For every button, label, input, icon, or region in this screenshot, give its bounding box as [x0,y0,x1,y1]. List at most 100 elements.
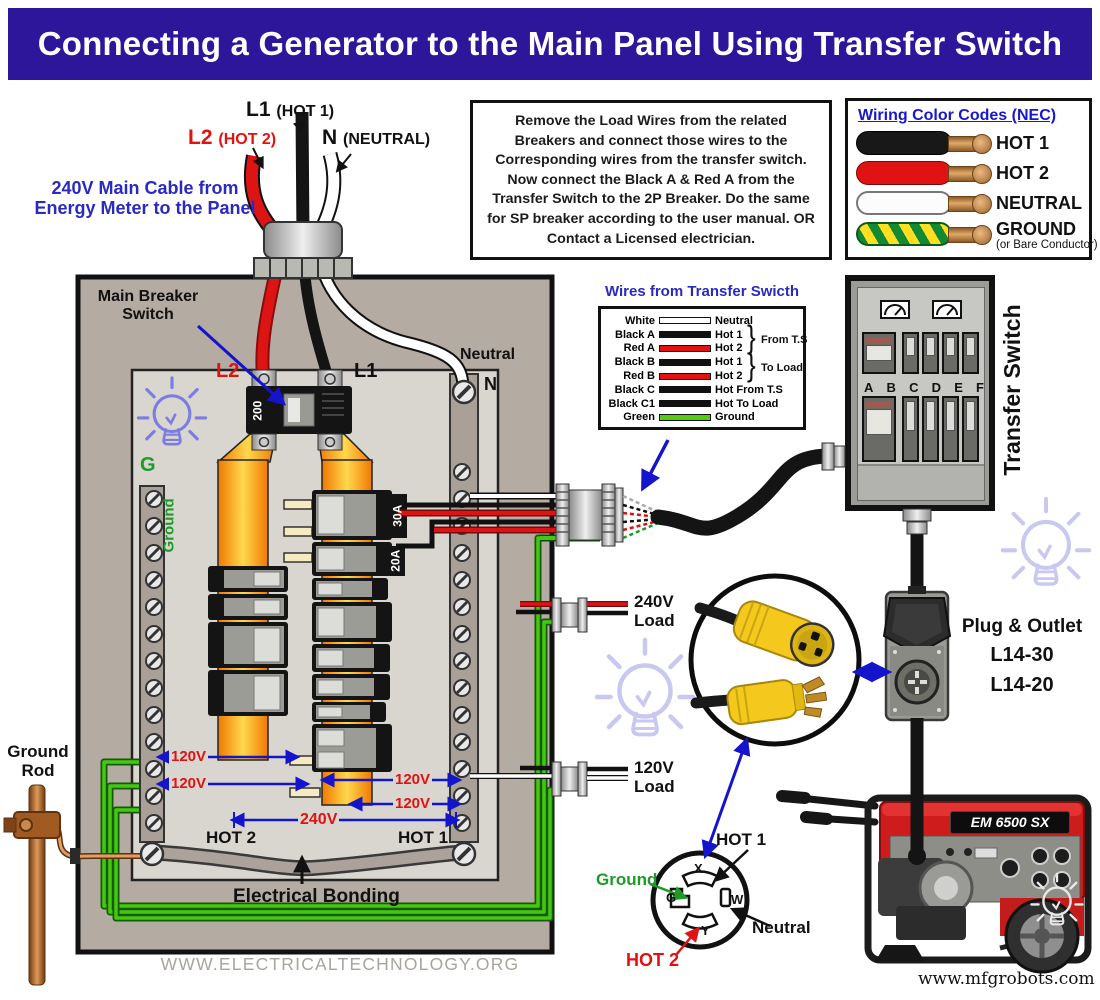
legend-wire-name: Green [623,411,655,424]
l1-bus-label: L1 [354,360,378,382]
breaker-20a-label: 20A [388,549,403,572]
ground-rod-label: Ground Rod [2,742,74,780]
black-wire-bar [659,358,711,366]
hot2-wire-icon [856,161,992,185]
ts-letter-b: B [886,380,896,395]
outlet-model-l14-20: L14-20 [990,674,1054,696]
ground-wires [100,534,560,922]
nec-title: Wiring Color Codes (NEC) [858,107,1057,124]
main-breaker-label-line1: Main Breaker [97,288,199,305]
lightbulb-icon [1030,872,1084,926]
voltage-120v-label: 120V [169,775,209,793]
legend-wire-desc: Hot To Load [715,397,779,410]
hot1-bus-label: HOT 1 [398,828,449,847]
ts-letter-c: C [909,380,919,395]
branch-breakers-left[interactable] [208,566,288,716]
ts-switch[interactable] [962,396,979,462]
load-120v-label: 120V Load [634,758,675,796]
l14-pin-diagram [650,850,750,950]
legend-row: Black C Hot From T.S [603,383,801,397]
legend-wire-desc: Hot 2 [715,370,743,383]
ground-rod-line2: Rod [21,761,55,781]
nec-label-hot1: HOT 1 [996,133,1050,153]
ts-letter-d: D [931,380,942,395]
pin-neutral-label: Neutral [752,918,811,937]
main-cable-note: 240V Main Cable from Energy Meter to the… [20,178,270,218]
meter-gauge-icon [932,300,962,319]
legend-wire-desc: Hot 1 [715,328,743,341]
ts-switch[interactable] [962,332,979,374]
pin-ground-label: Ground [596,870,658,889]
nec-label-ground-sub: (or Bare Conductor) [996,239,1098,251]
lightbulb-icon [136,376,208,446]
load-240v-label: 240V Load [634,592,675,630]
generator [776,790,1092,974]
load-120v-connector [470,761,628,797]
transfer-switch-label: Transfer Switch [999,304,1025,476]
main-breaker[interactable] [246,369,352,451]
green-wire-bar [659,413,711,421]
meter-gauge-icon [880,300,910,319]
g-bus-label: G [140,454,156,476]
n-bus-label: N [484,374,497,394]
plug-outlet-title: Plug & Outlet [961,616,1083,637]
legend-wire-desc: Hot From T.S [715,383,783,396]
branch-breakers-right[interactable] [312,490,407,772]
voltage-120v-label: 120V [393,795,433,813]
website-footer: WWW.ELECTRICALTECHNOLOGY.ORG [160,954,520,974]
black-wire-bar [659,386,711,394]
legend-wire-name: Black A [615,328,655,341]
red-wire-bar [659,344,711,352]
title-bar: Connecting a Generator to the Main Panel… [8,8,1092,80]
white-wire-bar [659,317,711,325]
black-wire-bar [659,400,711,408]
instruction-text: Remove the Load Wires from the related B… [487,113,815,247]
neutral-terminal-screw [451,841,477,867]
red-wire-bar [659,372,711,380]
lightbulb-icon [597,640,693,735]
neutral-wire-icon [856,191,992,215]
ts-switch[interactable] [902,396,919,462]
ts-switch[interactable] [922,396,939,462]
ts-switch[interactable] [902,332,919,374]
l1-text: L1 [246,98,271,121]
ts-switch[interactable] [942,332,959,374]
brace-from-ts-label: From T.S [761,334,808,346]
ts-main-switch[interactable] [862,396,896,462]
pin-hot1-label: HOT 1 [716,830,767,849]
n-text: N [322,126,338,149]
brace-to-load: } [747,346,756,384]
n-neutral-text: (NEUTRAL) [343,131,431,148]
ts-side-fitting [821,442,846,471]
conduit-connector [555,483,624,547]
ground-wire-icon [856,222,992,246]
ts-bottom-panel [858,464,984,500]
legend-wire-name: Black C [614,383,655,396]
pin-x-label: X [694,861,703,876]
wire-fanout [622,494,659,540]
ts-main-switch[interactable] [862,332,896,374]
main-breaker-amps: 200 [250,400,265,421]
ts-switch[interactable] [942,396,959,462]
pin-y-label: Y [701,923,710,938]
ts-circuit-letters: A B C D E F [864,380,984,395]
ground-bus-bar [139,485,165,843]
legend-wire-name: Black B [614,356,655,369]
main-cable-note-line1: 240V Main Cable from [51,178,239,198]
voltage-120v-label: 120V [393,771,433,789]
l1-hot-text: (HOT 1) [276,103,335,120]
bundle-feed-wires [396,492,600,549]
pin-hot2-label: HOT 2 [626,950,680,970]
ts-switch[interactable] [922,332,939,374]
outlet-box [882,586,952,722]
watermark: www.mfgrobots.com [918,969,1095,989]
load-120v-line2: Load [634,777,675,797]
load-120v-line1: 120V [634,758,674,777]
ground-rod-line1: Ground [7,742,69,761]
neutral-terminal-screw [451,379,477,405]
